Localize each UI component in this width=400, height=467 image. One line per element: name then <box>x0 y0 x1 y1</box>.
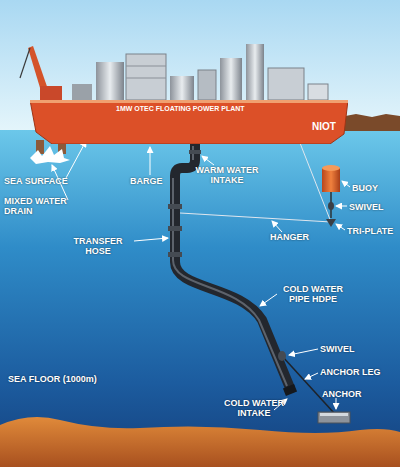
leader-arrows <box>52 141 350 410</box>
pipe-joint <box>168 252 182 257</box>
deck-module <box>198 70 216 100</box>
deck-module <box>72 84 92 100</box>
anchor-block <box>318 412 350 423</box>
part-label: ANCHOR LEG <box>320 367 390 377</box>
pipe-highlight <box>173 146 287 386</box>
part-label: TRI-PLATE <box>347 226 400 236</box>
swivel-part <box>328 202 334 210</box>
part-label: WARM WATER INTAKE <box>190 165 264 185</box>
part-label: COLD WATER PIPE HDPE <box>276 284 350 304</box>
part-label: MIXED WATER DRAIN <box>4 196 76 216</box>
buoy-top <box>322 165 340 171</box>
leader-arrow <box>66 141 86 178</box>
leader-arrow <box>336 398 337 409</box>
part-label: COLD WATER INTAKE <box>220 398 288 418</box>
deck-module-line <box>126 78 166 79</box>
leader-arrow <box>336 206 347 207</box>
owner-mark: NIOT <box>312 121 336 132</box>
water-splash <box>30 146 70 164</box>
leader-arrow <box>305 373 318 379</box>
deck-tank <box>96 62 124 100</box>
pipe-joint <box>189 150 201 154</box>
part-label: BARGE <box>130 176 180 186</box>
part-label: SEA SURFACE <box>4 176 84 186</box>
hanger-line <box>180 213 331 222</box>
leader-arrow <box>272 221 282 232</box>
plant-name: 1MW OTEC FLOATING POWER PLANT <box>116 105 245 112</box>
deck-tank <box>246 44 264 100</box>
part-label: TRANSFER HOSE <box>60 236 136 256</box>
deck-module <box>308 84 328 100</box>
pipe-intake-cap <box>283 384 297 396</box>
leader-arrow <box>342 181 350 187</box>
deck-tank <box>220 58 242 100</box>
sea-floor <box>0 417 400 467</box>
part-label: SWIVEL <box>349 202 399 212</box>
deck-edge <box>30 100 348 103</box>
hull-shape <box>30 100 348 144</box>
swivel-part <box>278 351 286 361</box>
anchor-highlight <box>320 413 348 416</box>
leader-arrow <box>260 294 277 306</box>
part-label: BUOY <box>352 183 398 193</box>
part-label: SEA FLOOR (1000m) <box>8 374 128 384</box>
leader-arrow <box>289 349 318 355</box>
crane-base <box>40 86 62 101</box>
deck-module <box>126 54 166 100</box>
leader-arrow <box>134 238 168 241</box>
leader-arrow <box>202 156 214 165</box>
sea <box>0 130 400 467</box>
deck-module <box>268 68 304 100</box>
part-label: SWIVEL <box>320 344 380 354</box>
tri-plate-part <box>326 219 336 227</box>
crane-cable <box>20 48 30 78</box>
deck-tank <box>170 76 194 100</box>
deck-module-line <box>126 66 166 67</box>
buoy-body <box>322 168 340 192</box>
leader-arrow <box>336 224 345 230</box>
pipe-joint <box>168 204 182 209</box>
part-label: HANGER <box>270 232 320 242</box>
pipe-joint <box>168 226 182 231</box>
leader-arrow <box>150 147 151 175</box>
part-label: ANCHOR <box>322 389 382 399</box>
barge-hull: 1MW OTEC FLOATING POWER PLANT NIOT <box>30 100 348 144</box>
